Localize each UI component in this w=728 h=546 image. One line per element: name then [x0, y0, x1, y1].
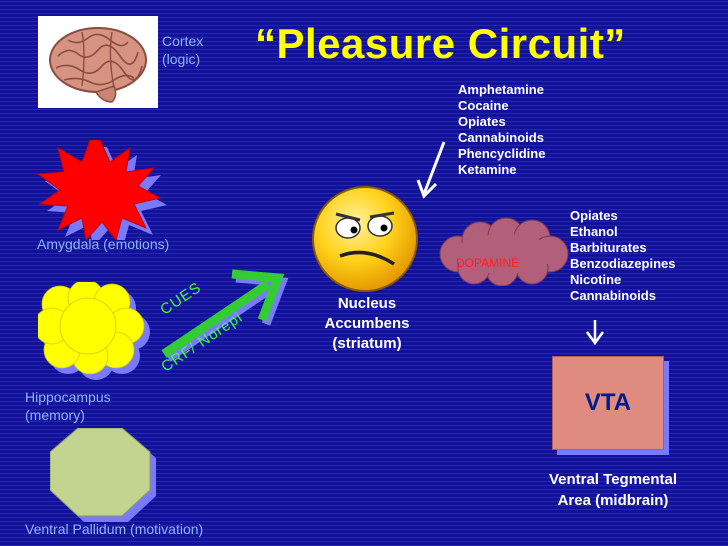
brain-image [38, 16, 158, 108]
list-item: Cannabinoids [458, 130, 544, 145]
dopamine-label: DOPAMINE [456, 256, 520, 270]
cortex-label: Cortex (logic) [162, 33, 204, 67]
hippocampus-shape [38, 282, 150, 380]
list-item: Amphetamine [458, 82, 544, 97]
down-arrow-icon [585, 320, 605, 346]
dopamine-cloud [439, 217, 569, 286]
vta-box: VTA [552, 356, 664, 450]
drug-arrow-nac [416, 141, 446, 199]
list-item: Phencyclidine [458, 146, 546, 161]
page-title: “Pleasure Circuit” [255, 20, 626, 67]
list-item: Cocaine [458, 98, 509, 113]
list-item: Barbiturates [570, 240, 647, 255]
vta-label: Ventral Tegmental Area (midbrain) [548, 471, 678, 509]
list-item: Ketamine [458, 162, 517, 177]
confused-face-icon [312, 186, 418, 292]
list-item: Nicotine [570, 272, 622, 287]
pathway-arrow [161, 269, 289, 362]
vta-drug-list: Opiates Ethanol Barbiturates Benzodiazep… [570, 208, 675, 304]
list-item: Ethanol [570, 224, 618, 239]
list-item: Opiates [458, 114, 506, 129]
list-item: Opiates [570, 208, 618, 223]
ventral-pallidum-label: Ventral Pallidum (motivation) [25, 521, 204, 537]
list-item: Cannabinoids [570, 288, 656, 303]
amygdala-shape [36, 140, 167, 240]
hippocampus-label: Hippocampus (memory) [25, 389, 111, 423]
nucleus-accumbens-label: Nucleus Accumbens (striatum) [324, 295, 410, 352]
nac-drug-list: Amphetamine Cocaine Opiates Cannabinoids… [458, 82, 545, 178]
ventral-pallidum-shape [50, 428, 156, 522]
list-item: Benzodiazepines [570, 256, 676, 271]
amygdala-label: Amygdala (emotions) [37, 236, 170, 252]
